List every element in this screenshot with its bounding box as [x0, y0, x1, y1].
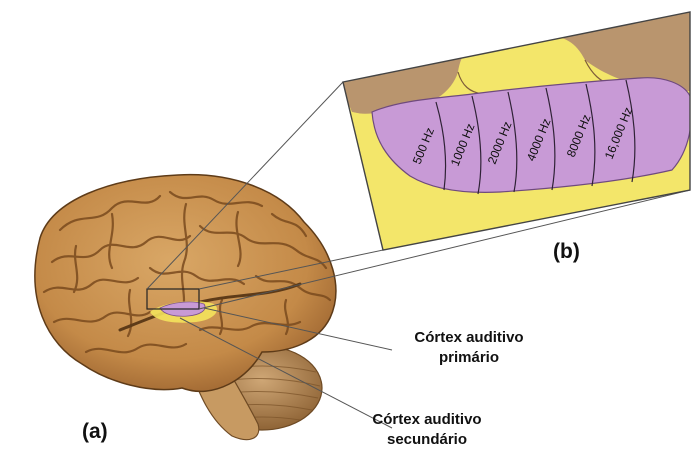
brain-illustration [35, 175, 336, 440]
panel-label-b: (b) [553, 240, 580, 264]
secondary-auditory-cortex-callout: Córtex auditivo secundário [352, 410, 502, 450]
primary-auditory-cortex-callout: Córtex auditivo primário [394, 328, 544, 368]
panel-label-a: (a) [82, 420, 108, 444]
secondary-callout-line1: Córtex auditivo [352, 410, 502, 430]
primary-callout-line2: primário [394, 348, 544, 368]
inset-panel: 500 Hz 1000 Hz 2000 Hz 4000 Hz 8000 Hz 1… [330, 0, 694, 250]
primary-callout-line1: Córtex auditivo [394, 328, 544, 348]
secondary-callout-line2: secundário [352, 430, 502, 450]
